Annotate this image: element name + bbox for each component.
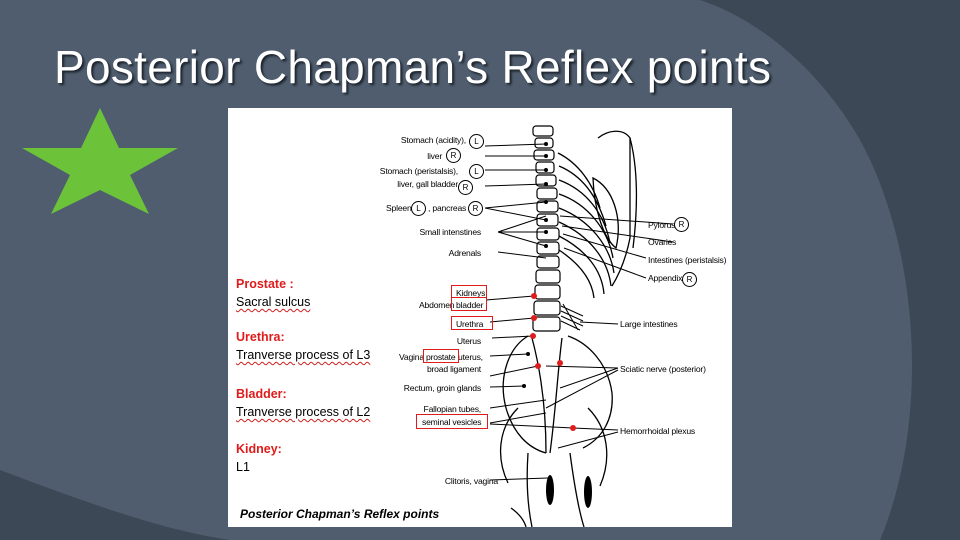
label-uterus-comma: uterus,	[458, 352, 483, 362]
note-text-prostate: Sacral sulcus	[236, 295, 311, 309]
highlight-bladder	[451, 297, 487, 311]
note-heading-urethra: Urethra:	[236, 330, 285, 344]
slide-title: Posterior Chapman’s Reflex points	[54, 41, 772, 93]
label-liver-gall-bladder: liver, gall bladder	[397, 179, 458, 189]
note-text-kidney: L1	[236, 460, 250, 474]
label-abdomen: Abdomen	[419, 300, 455, 310]
label-clitoris-vagina: Clitoris, vagina	[444, 476, 498, 486]
reflex-diagram: Prostate : Sacral sulcus Urethra: Tranve…	[228, 108, 732, 527]
label-prostate: prostate	[426, 352, 456, 362]
label-stomach-acidity: Stomach (acidity),	[400, 135, 466, 145]
highlight-urethra	[451, 316, 493, 330]
note-text-urethra: Tranverse process of L3	[236, 348, 371, 362]
label-vagina: Vagina	[399, 352, 424, 362]
badge-right: R	[674, 217, 689, 232]
label-small-intestines: Small intenstines	[419, 227, 481, 237]
figure-caption: Posterior Chapman’s Reflex points	[240, 507, 440, 521]
label-liver: liver	[427, 151, 442, 161]
badge-right: R	[682, 272, 697, 287]
highlight-seminal-vesicles	[416, 414, 488, 429]
label-rectum-groin: Rectum, groin glands	[403, 383, 481, 393]
badge-left: L	[469, 134, 484, 149]
note-heading-bladder: Bladder:	[236, 387, 287, 401]
label-spleen: Spleen	[386, 203, 412, 213]
star-icon	[22, 108, 178, 214]
badge-left: L	[469, 164, 484, 179]
label-urethra: Urethra	[456, 319, 484, 329]
label-ovaries: Ovaries	[648, 237, 677, 247]
label-intestines-peristalsis: Intestines (peristalsis)	[648, 255, 727, 265]
label-large-intestines: Large intestines	[620, 319, 678, 329]
label-pylorus: Pylorus	[648, 220, 676, 230]
spine-illustration	[484, 125, 674, 527]
badge-right: R	[468, 201, 483, 216]
label-pancreas: , pancreas	[428, 203, 467, 213]
label-seminal-vesicles: seminal vesicles	[422, 417, 482, 427]
label-broad-ligament: broad ligament	[426, 364, 481, 374]
label-kidneys: Kidneys	[456, 288, 486, 298]
note-text-bladder: Tranverse process of L2	[236, 405, 371, 419]
label-sciatic-nerve: Sciatic nerve (posterior)	[620, 364, 706, 374]
label-appendix: Appendix	[648, 273, 683, 283]
note-heading-prostate: Prostate :	[236, 277, 294, 291]
badge-right: R	[446, 148, 461, 163]
label-adrenals: Adrenals	[448, 248, 482, 258]
label-fallopian-tubes: Fallopian tubes,	[423, 404, 482, 414]
label-hemorrhoidal-plexus: Hemorrhoidal plexus	[620, 426, 696, 436]
note-heading-kidney: Kidney:	[236, 442, 282, 456]
badge-left: L	[411, 201, 426, 216]
badge-right: R	[458, 180, 473, 195]
label-stomach-peristalsis: Stomach (peristalsis),	[379, 166, 458, 176]
highlight-prostate	[423, 349, 459, 363]
label-bladder: bladder	[456, 300, 484, 310]
label-uterus: Uterus	[456, 336, 481, 346]
